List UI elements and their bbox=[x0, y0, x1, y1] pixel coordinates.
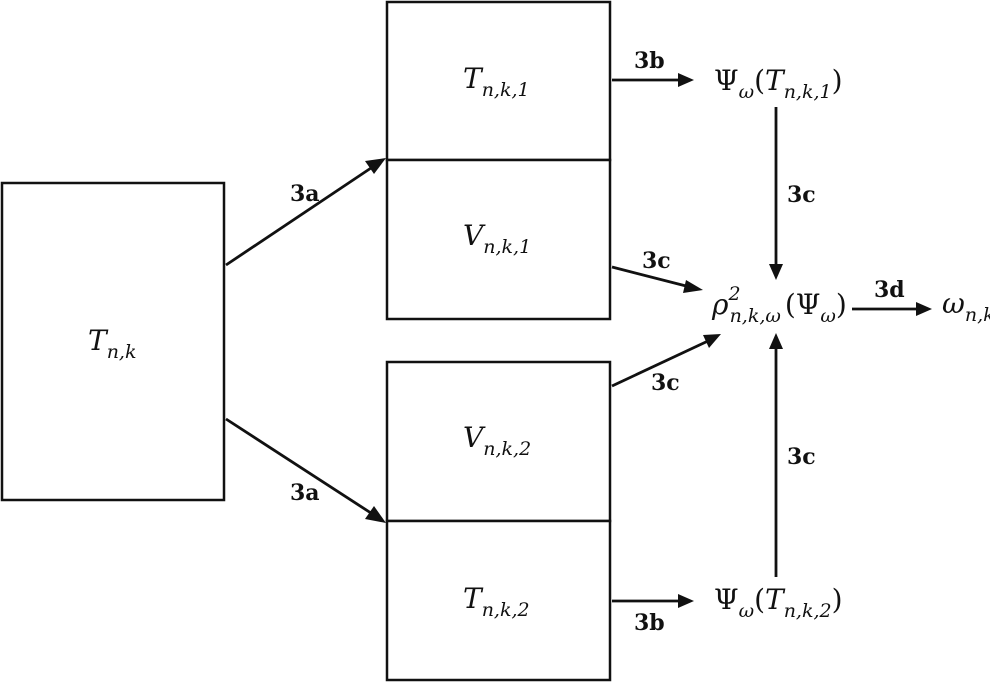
label-t-nk2: Tn,k,2 bbox=[463, 582, 530, 621]
arrowhead-3d bbox=[916, 302, 932, 316]
step-label-3c-v2: 3c bbox=[651, 370, 680, 396]
box-t-nk2 bbox=[385, 519, 612, 682]
label-t-nk: Tn,k bbox=[88, 324, 136, 363]
box-v-nk2 bbox=[385, 360, 612, 523]
arrowhead-3b-bottom bbox=[678, 594, 694, 608]
step-label-3c-vertical-top: 3c bbox=[787, 182, 816, 208]
label-v-nk2: Vn,k,2 bbox=[463, 421, 531, 460]
arrowhead-3c-vertical-bottom bbox=[769, 333, 783, 349]
step-label-3c-vertical-bottom: 3c bbox=[787, 444, 816, 470]
arrowhead-3a-bottom bbox=[365, 506, 386, 523]
step-label-3b-bottom: 3b bbox=[634, 610, 665, 636]
arrow-3c-v2 bbox=[611, 339, 709, 388]
arrow-3c-v1 bbox=[611, 265, 691, 289]
arrow-3a-top bbox=[225, 164, 375, 267]
step-label-3d: 3d bbox=[874, 277, 905, 303]
label-t-nk1: Tn,k,1 bbox=[463, 62, 530, 101]
node-psi-t-nk1: Ψω(Tn,k,1) bbox=[714, 64, 843, 103]
step-label-3a-bottom: 3a bbox=[290, 480, 320, 506]
arrowhead-3c-v2 bbox=[703, 334, 721, 348]
box-v-nk1 bbox=[385, 158, 612, 321]
arrowhead-3c-vertical-top bbox=[769, 264, 783, 280]
node-omega: ωn,k bbox=[942, 287, 990, 326]
arrowhead-3b-top bbox=[678, 73, 694, 87]
step-label-3b-top: 3b bbox=[634, 48, 665, 74]
box-t-nk1 bbox=[385, 0, 612, 162]
step-label-3c-v1: 3c bbox=[642, 248, 671, 274]
arrow-3a-bottom bbox=[225, 417, 375, 517]
node-psi-t-nk2: Ψω(Tn,k,2) bbox=[714, 583, 843, 622]
arrowhead-3c-v1 bbox=[683, 280, 703, 293]
step-label-3a-top: 3a bbox=[290, 181, 320, 207]
arrowhead-3a-top bbox=[365, 158, 386, 174]
label-v-nk1: Vn,k,1 bbox=[463, 219, 531, 258]
box-t-nk bbox=[0, 181, 226, 502]
